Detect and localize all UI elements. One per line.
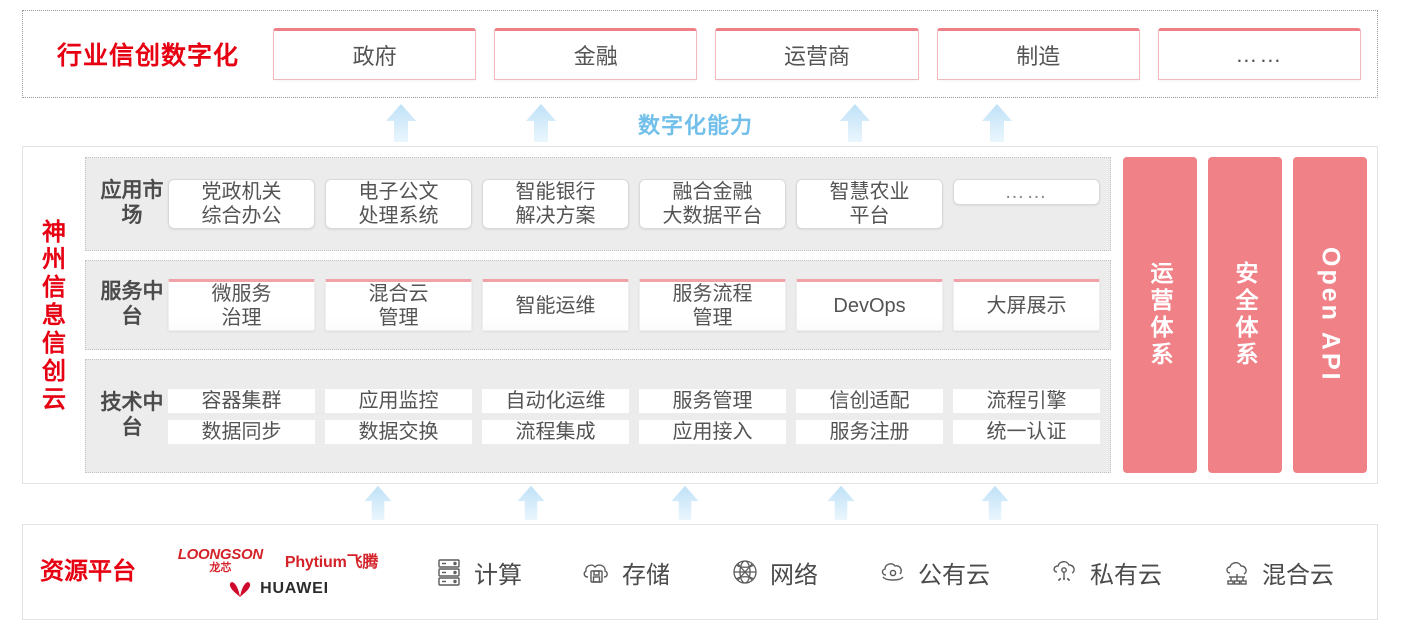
resource-item-label: 存储 [622,561,670,589]
cell-xinchuang-adaptation[interactable]: 信创适配 [796,388,943,413]
cell-microservice-governance[interactable]: 微服务治理 [168,279,315,331]
industry-box-government[interactable]: 政府 [273,28,477,80]
cell-process-engine[interactable]: 流程引擎 [953,388,1100,413]
hybrid-cloud-icon [1226,562,1247,585]
title-char: 州 [42,246,66,274]
cell-large-screen-display[interactable]: 大屏展示 [953,279,1100,331]
pillar-label: Open API [1316,247,1345,383]
pillar-label: 安全体系 [1232,261,1258,369]
up-arrow-icon [972,484,1018,524]
cell-data-sync[interactable]: 数据同步 [168,419,315,444]
resource-item-list: 计算 存储 网络 [403,555,1377,590]
row-label-service-platform: 服务中台 [100,280,164,328]
cell-application-access[interactable]: 应用接入 [639,419,786,444]
up-arrow-icon [518,102,564,142]
cell-smart-bank-solution[interactable]: 智能银行解决方案 [482,179,629,229]
resource-platform-title: 资源平台 [40,557,136,585]
title-char: 信 [42,329,66,357]
cell-service-registry[interactable]: 服务注册 [796,419,943,444]
cell-unified-authentication[interactable]: 统一认证 [953,419,1100,444]
pillar-security-system[interactable]: 安全体系 [1208,157,1282,473]
resource-item-label: 混合云 [1262,561,1334,589]
cell-process-integration[interactable]: 流程集成 [482,419,629,444]
cell-hybrid-cloud-management[interactable]: 混合云管理 [325,279,472,331]
up-arrow-icon [662,484,708,524]
pillar-operation-system[interactable]: 运营体系 [1123,157,1197,473]
resource-item-public-cloud[interactable]: 公有云 [876,555,990,590]
title-char: 息 [42,302,66,330]
network-globe-icon [733,560,757,584]
pillar-list: 运营体系 安全体系 Open API [1111,157,1367,473]
loongson-logo-icon: LOONGSON 龙芯 [178,547,263,574]
phytium-logo-icon: Phytium飞腾 [284,554,379,571]
title-char: 创 [42,357,66,385]
server-icon [438,559,460,586]
industry-box-operator[interactable]: 运营商 [715,28,919,80]
up-arrow-icon [508,484,554,524]
resource-item-label: 网络 [770,561,818,589]
up-arrow-icon [378,102,424,142]
cell-application-more[interactable]: …… [953,179,1100,205]
row-label-application-market: 应用市场 [100,179,164,227]
industry-box-finance[interactable]: 金融 [494,28,698,80]
pillar-open-api[interactable]: Open API [1293,157,1367,473]
resource-item-private-cloud[interactable]: 私有云 [1048,555,1162,590]
up-arrow-icon [832,102,878,142]
cloud-storage-icon [583,564,608,583]
industry-title: 行业信创数字化 [56,42,239,70]
capability-label: 数字化能力 [638,113,754,138]
cell-intelligent-ops[interactable]: 智能运维 [482,279,629,331]
cell-application-monitoring[interactable]: 应用监控 [325,388,472,413]
cell-container-cluster[interactable]: 容器集群 [168,388,315,413]
cell-service-management[interactable]: 服务管理 [639,388,786,413]
private-cloud-icon [1053,561,1075,583]
capability-arrow-strip-bottom [0,485,1402,524]
cell-data-exchange[interactable]: 数据交换 [325,419,472,444]
resource-item-hybrid-cloud[interactable]: 混合云 [1220,555,1334,590]
cell-party-gov-office[interactable]: 党政机关综合办公 [168,179,315,229]
cloud-platform-title: 神 州 信 息 信 创 云 [23,147,85,483]
title-char: 云 [42,385,66,413]
resource-item-storage[interactable]: 存储 [580,555,670,590]
resource-item-compute[interactable]: 计算 [432,555,522,590]
row-application-market: 应用市场 党政机关综合办公 电子公文处理系统 智能银行解决方案 融合金融大数据平… [85,157,1111,251]
cloud-platform-panel: 神 州 信 息 信 创 云 应用市场 党政机关综合办公 电子公文处理系统 智能银… [22,146,1378,484]
up-arrow-icon [818,484,864,524]
public-cloud-icon [881,563,904,581]
resource-item-network[interactable]: 网络 [728,555,818,590]
industry-box-list: 政府 金融 运营商 制造 …… [273,28,1377,80]
row-label-technology-platform: 技术中台 [100,391,164,439]
row-technology-platform: 技术中台 容器集群 应用监控 自动化运维 服务管理 信创适配 流程引擎 数据同步 [85,359,1111,473]
industry-box-more[interactable]: …… [1157,28,1362,80]
huawei-petal-icon [229,581,251,597]
cell-smart-agriculture-platform[interactable]: 智慧农业平台 [796,179,943,229]
huawei-logo-icon: HUAWEI [227,580,329,598]
up-arrow-icon [974,102,1020,142]
huawei-logo-text: HUAWEI [260,579,329,597]
industry-band: 行业信创数字化 政府 金融 运营商 制造 …… [22,10,1378,98]
resource-item-label: 公有云 [918,561,990,589]
resource-item-label: 计算 [474,561,522,589]
cell-fintech-bigdata-platform[interactable]: 融合金融大数据平台 [639,179,786,229]
loongson-logo-cn: 龙芯 [209,561,232,574]
up-arrow-icon [355,484,401,524]
cell-e-document-system[interactable]: 电子公文处理系统 [325,179,472,229]
vendor-logo-list: LOONGSON 龙芯 Phytium飞腾 HUAWEI [153,547,403,598]
cell-automated-ops[interactable]: 自动化运维 [482,388,629,413]
resource-platform-panel: 资源平台 LOONGSON 龙芯 Phytium飞腾 HUAWEI [22,524,1378,620]
capability-arrow-strip-top [0,100,1402,142]
title-char: 信 [42,274,66,302]
industry-box-manufacturing[interactable]: 制造 [936,28,1140,80]
pillar-label: 运营体系 [1147,261,1173,369]
cell-devops[interactable]: DevOps [796,279,943,331]
resource-item-label: 私有云 [1090,561,1162,589]
row-service-platform: 服务中台 微服务治理 混合云管理 智能运维 服务流程管理 DevOps 大屏展示 [85,260,1111,350]
title-char: 神 [42,218,66,246]
cell-service-process-management[interactable]: 服务流程管理 [639,279,786,331]
loongson-logo-text: LOONGSON [177,545,263,563]
